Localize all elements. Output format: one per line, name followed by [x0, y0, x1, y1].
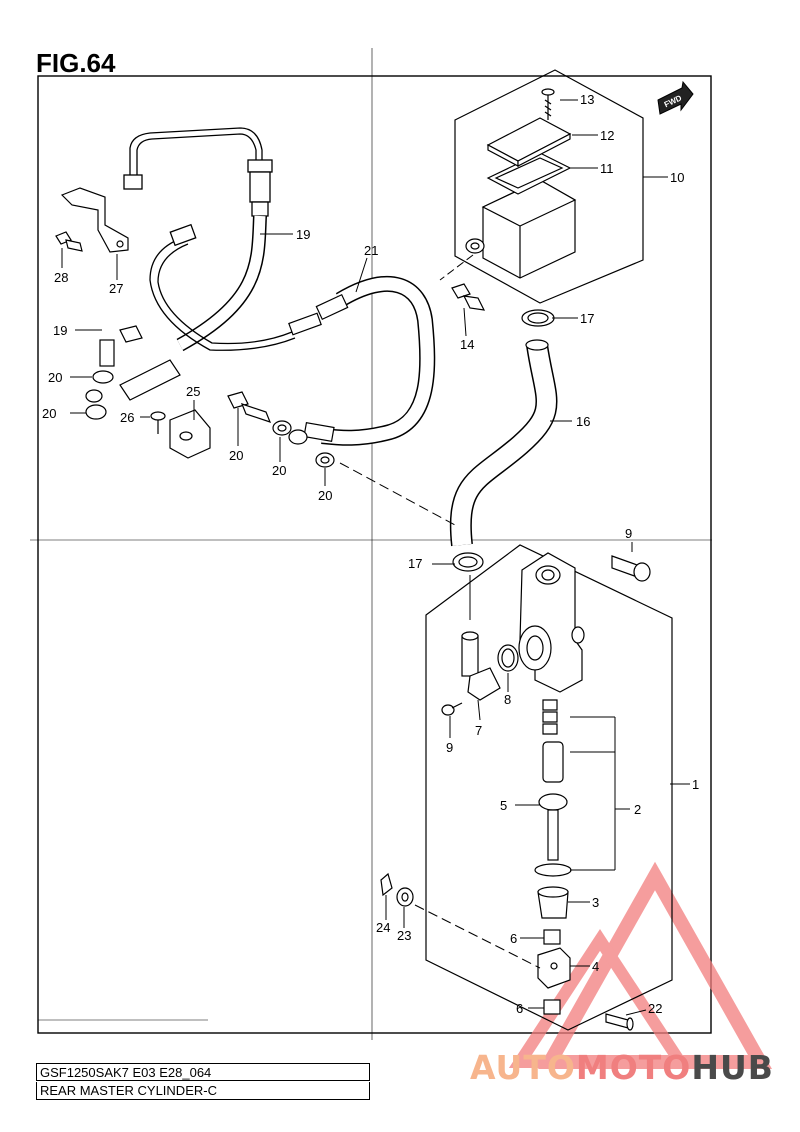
bolt-9	[441, 702, 463, 716]
o-ring-8	[497, 644, 519, 672]
watermark-wordmark: AUTOMOTOHUB	[470, 1048, 774, 1087]
part-label-16: 16	[576, 414, 590, 429]
part-label-21: 21	[364, 243, 378, 258]
model-code: GSF1250SAK7 E03 E28_064	[36, 1063, 370, 1081]
brake-pipe-18	[123, 127, 273, 217]
watermark-part-hub: HUB	[691, 1048, 774, 1087]
part-label-20-e: 20	[318, 488, 332, 503]
part-label-20-a: 20	[48, 370, 62, 385]
hose-21-fittings	[288, 293, 349, 443]
part-label-6-lower: 6	[516, 1001, 523, 1016]
part-label-9-visible: 9	[446, 740, 453, 755]
part-label-12: 11	[600, 161, 614, 176]
part-label-4: 4	[592, 959, 599, 974]
diagram-frame	[37, 75, 712, 1034]
cotter-pin-24	[380, 872, 393, 897]
bracket-27	[60, 187, 129, 253]
part-label-24: 24	[376, 920, 390, 935]
cylinder-body-1	[518, 552, 585, 693]
nut-6-upper	[543, 929, 561, 945]
reservoir-body	[465, 179, 577, 279]
part-label-14: 13	[580, 92, 594, 107]
part-label-13: 12	[600, 128, 614, 143]
bolt-15	[451, 283, 486, 311]
nut-6-lower	[543, 999, 561, 1015]
clamp-17-top	[521, 309, 555, 327]
cap-13	[486, 117, 572, 167]
watermark-part-auto: AUTO	[470, 1048, 576, 1087]
piston-assembly-2	[534, 699, 572, 877]
part-label-17-top: 17	[580, 311, 594, 326]
boot-3	[537, 886, 569, 919]
watermark-part-moto: MOTO	[575, 1048, 692, 1087]
part-number-labels: 13 12 11 10 14 17 16 19 21 19 20 20 28 2…	[42, 92, 699, 1016]
part-label-20-c: 20	[272, 463, 286, 478]
part-label-26: 26	[120, 410, 134, 425]
part-label-27: 27	[109, 281, 123, 296]
part-label-2: 2	[634, 802, 641, 817]
hose-joint-7	[461, 631, 501, 701]
part-label-15: 14	[460, 337, 474, 352]
screw-14	[541, 88, 555, 120]
banjo-bolt-19-lower	[227, 391, 272, 423]
fwd-badge: FWD	[657, 80, 694, 115]
part-label-28: 28	[54, 270, 68, 285]
part-label-1: 1	[692, 777, 699, 792]
figure-title: FIG.64	[36, 48, 116, 78]
part-label-3: 3	[592, 895, 599, 910]
leader-lines	[61, 99, 690, 1016]
clamp-25	[169, 409, 211, 459]
part-label-18: 19	[296, 227, 310, 242]
washer-23	[396, 887, 414, 907]
bolt-28	[55, 231, 83, 252]
part-label-20-b: 20	[42, 406, 56, 421]
part-label-17-lower: 17	[408, 556, 422, 571]
part-label-8: 8	[504, 692, 511, 707]
reservoir-group-outline	[454, 69, 644, 304]
bolt-10	[611, 555, 651, 582]
clevis-4	[537, 947, 571, 989]
part-label-11: 10	[670, 170, 684, 185]
part-label-22: 22	[648, 1001, 662, 1016]
screw-26	[150, 411, 166, 434]
section-name: REAR MASTER CYLINDER-C	[36, 1082, 370, 1100]
part-label-19-lower: 20	[229, 448, 243, 463]
clamp-17-lower	[452, 552, 484, 572]
part-label-19-left: 19	[53, 323, 67, 338]
part-label-25: 25	[186, 384, 200, 399]
part-label-10: 9	[625, 526, 632, 541]
part-label-7: 7	[475, 723, 482, 738]
master-cylinder-outline	[425, 544, 673, 1031]
part-label-5: 5	[500, 798, 507, 813]
union-fitting-left	[85, 325, 181, 420]
part-label-6-upper: 6	[510, 931, 517, 946]
washers-20-lower	[272, 420, 335, 468]
pipe-27-upper-tube	[149, 223, 296, 351]
pin-22	[605, 1013, 634, 1031]
part-label-23: 23	[397, 928, 411, 943]
